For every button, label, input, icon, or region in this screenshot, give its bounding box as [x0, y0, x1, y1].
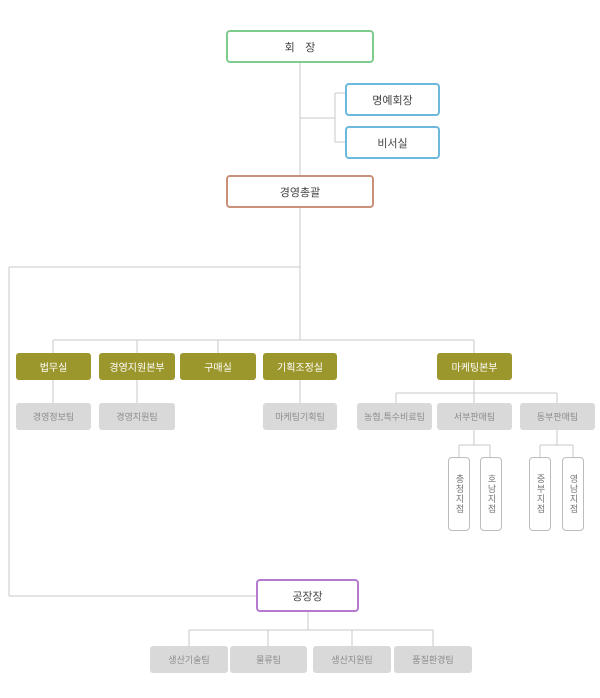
general-manager-box: 경영총괄	[226, 175, 374, 208]
branch-honam-label: 호남지점	[485, 474, 496, 514]
general-manager-label: 경영총괄	[279, 185, 321, 199]
division-planning-label: 기획조정실	[277, 363, 323, 374]
team-east-sales: 동부판매팀	[520, 403, 595, 430]
division-marketing-hq-label: 마케팅본부	[451, 363, 498, 374]
plant-manager-label: 공장장	[292, 589, 323, 603]
team-marketing-planning-label: 마케팅기획팀	[275, 413, 325, 423]
division-planning: 기획조정실	[263, 353, 337, 380]
division-marketing-hq: 마케팅본부	[437, 353, 512, 380]
team-management-support-label: 경영지원팀	[116, 413, 158, 423]
team-west-sales-label: 서부판매팀	[453, 413, 496, 423]
branch-yeongnam-label: 영남지점	[567, 474, 578, 514]
division-purchasing-label: 구매실	[204, 363, 232, 374]
division-purchasing: 구매실	[180, 353, 256, 380]
team-management-info: 경영정보팀	[16, 403, 91, 430]
honorary-chairman-label: 명예회장	[372, 93, 413, 107]
team-agri-special-fert: 농협,특수비료팀	[357, 403, 432, 430]
plant-team-logistics-label: 물류팀	[256, 656, 281, 666]
division-legal-label: 법무실	[39, 363, 68, 374]
team-management-support: 경영지원팀	[99, 403, 175, 430]
plant-manager-box: 공장장	[256, 579, 359, 612]
chairman-box: 회 장	[226, 30, 374, 63]
plant-team-production-support: 생산지원팀	[313, 646, 391, 673]
division-management-support-hq-label: 경영지원본부	[109, 363, 165, 374]
secretariat-box: 비서실	[345, 126, 440, 159]
plant-team-quality-env-label: 품질환경팀	[412, 656, 454, 666]
branch-chungcheong: 충청지점	[448, 457, 470, 531]
plant-team-production-tech: 생산기술팀	[150, 646, 228, 673]
team-management-info-label: 경영정보팀	[32, 413, 75, 423]
branch-jungbu: 중부지점	[529, 457, 551, 531]
team-east-sales-label: 동부판매팀	[536, 413, 579, 423]
plant-team-production-support-label: 생산지원팀	[331, 656, 373, 666]
branch-yeongnam: 영남지점	[562, 457, 584, 531]
plant-team-logistics: 물류팀	[230, 646, 307, 673]
branch-chungcheong-label: 충청지점	[453, 474, 464, 514]
plant-team-production-tech-label: 생산기술팀	[168, 656, 210, 666]
division-legal: 법무실	[16, 353, 91, 380]
honorary-chairman-box: 명예회장	[345, 83, 440, 116]
team-agri-special-fert-label: 농협,특수비료팀	[364, 413, 425, 423]
chairman-label: 회 장	[284, 40, 316, 54]
plant-team-quality-env: 품질환경팀	[394, 646, 472, 673]
branch-jungbu-label: 중부지점	[534, 474, 545, 514]
division-management-support-hq: 경영지원본부	[99, 353, 175, 380]
team-marketing-planning: 마케팅기획팀	[263, 403, 337, 430]
team-west-sales: 서부판매팀	[437, 403, 512, 430]
branch-honam: 호남지점	[480, 457, 502, 531]
secretariat-label: 비서실	[377, 136, 408, 150]
